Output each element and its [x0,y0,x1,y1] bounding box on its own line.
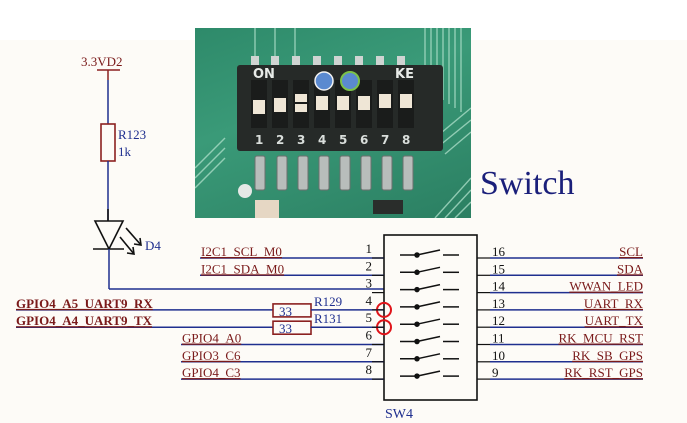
switch-number-7: 7 [381,133,389,147]
switch-number-1: 1 [255,133,263,147]
left-pin-number: 3 [366,276,373,291]
net-label-gpio4-a5-uart9-rx: GPIO4_A5_UART9_RX [16,296,153,311]
switch-5-marker [340,71,360,91]
switch-contacts [400,249,459,379]
resistor-r123 [100,123,116,162]
pcb-traces [195,28,471,218]
switch-number-8: 8 [402,133,410,147]
right-pin-number: 12 [492,313,505,328]
switch-contact-5 [400,318,459,327]
title-switch: Switch [480,165,574,202]
net-label-gpio4-a4-uart9-tx: GPIO4_A4_UART9_TX [16,313,153,328]
net-label-rk-sb-gps: RK_SB_GPS [572,348,643,363]
switch-4-marker [314,71,334,91]
net-label-rk-rst-gps: RK_RST_GPS [564,365,643,380]
switch-number-5: 5 [339,133,347,147]
left-pin-number: 4 [366,293,373,308]
pcb-pad [238,184,252,198]
switch-contact-2 [400,266,459,276]
switch-contact-7 [400,353,459,362]
switch-number-3: 3 [297,133,305,147]
resistor-ref-label: R131 [314,311,342,326]
ke-label: KE [395,67,414,82]
net-label-wwan-led: WWAN_LED [569,279,643,294]
right-pin-number: 16 [492,244,506,259]
net-label-scl: SCL [619,244,643,259]
left-pin-number: 6 [366,328,373,343]
right-pin-number: 15 [492,261,505,276]
left-pin-number: 1 [366,241,373,256]
right-pin-number: 10 [492,348,505,363]
right-pin-number: 11 [492,331,505,346]
switch-number-6: 6 [360,133,368,147]
switch-number-2: 2 [276,133,284,147]
net-label-sda: SDA [617,261,644,276]
r123-ref-label: R123 [118,127,146,142]
switch-actuators [253,94,412,114]
right-pin-number: 13 [492,296,505,311]
left-pin-number: 8 [366,362,373,377]
net-label-gpio3-c6: GPIO3_C6 [182,348,241,363]
switch-contact-3 [400,283,459,293]
switch-contact-4 [400,301,459,310]
bottom-pins [254,155,414,191]
left-pin-number: 2 [366,258,373,273]
switch-ref-label: SW4 [385,407,413,422]
power-net-label: 3.3VD2 [81,54,123,69]
led-d4-ref-label: D4 [145,238,161,253]
left-pin-group: 1 I2C1_SCL_M0 2 I2C1_SDA_M0 3 4 GPIO4_A5_UART9… [16,241,392,380]
top-pins [251,56,405,66]
right-pin-number: 9 [492,365,499,380]
on-label: ON [253,67,275,82]
resistor-ref-label: R129 [314,294,342,309]
right-pin-number: 14 [492,279,506,294]
right-pin-group: 16 SCL 15 SDA 14 WWAN_LED 13 UART_RX 12 UART_TX 11… [477,244,644,380]
switch-contact-8 [400,370,459,379]
switch-contact-1 [400,249,459,258]
left-pin-number: 7 [366,345,373,360]
net-label-gpio4-c3: GPIO4_C3 [182,365,241,380]
r123-value-label: 1k [118,144,132,159]
resistor-value-label: 33 [279,304,292,319]
net-label-rk-mcu-rst: RK_MCU_RST [558,331,643,346]
switch-contact-6 [400,335,459,345]
resistor-value-label: 33 [279,321,292,336]
net-label-uart-tx: UART_TX [585,313,644,328]
net-label-gpio4-a0: GPIO4_A0 [182,331,241,346]
net-label-i2c1-scl-m0: I2C1_SCL_M0 [201,244,282,259]
net-label-uart-rx: UART_RX [584,296,644,311]
switch-sw4-body [383,234,478,401]
led-d4-symbol [93,209,142,255]
pcb-connector [255,200,279,218]
pcb-smd-component [373,200,403,214]
left-pin-number: 5 [366,310,373,325]
net-label-i2c1-sda-m0: I2C1_SDA_M0 [201,261,284,276]
switch-number-4: 4 [318,133,326,147]
